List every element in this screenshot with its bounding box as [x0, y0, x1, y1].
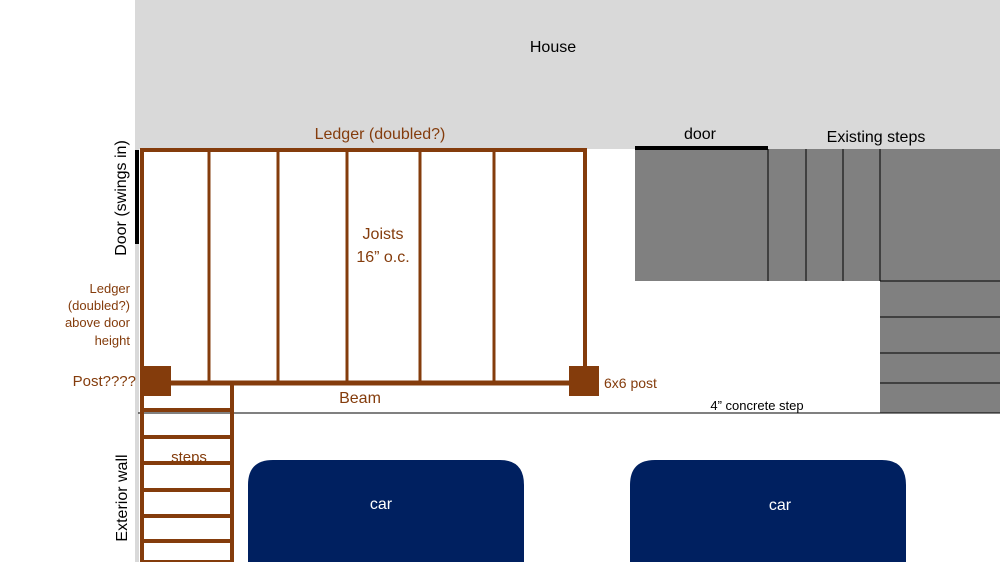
door-swings-label: Door (swings in) [113, 140, 130, 256]
existing-steps-lower [880, 281, 1000, 413]
house-label: House [530, 39, 576, 56]
existing-steps-label: Existing steps [827, 129, 926, 146]
exterior-wall-strip [135, 0, 139, 562]
exterior-wall-label: Exterior wall [114, 454, 131, 541]
post-6x6-label: 6x6 post [604, 375, 657, 391]
existing-steps-upper [635, 149, 1000, 281]
joists-label-line2: 16” o.c. [356, 249, 409, 266]
steps-label: steps [171, 449, 207, 466]
ledger-top-label: Ledger (doubled?) [315, 126, 446, 143]
ledger-side-line: Ledger [90, 281, 131, 296]
ledger-side-line: above door [65, 315, 131, 330]
ledger-side-line: height [95, 333, 131, 348]
beam-label: Beam [339, 390, 381, 407]
joists-label-line1: Joists [363, 226, 404, 243]
door-label: door [684, 126, 717, 143]
car-right-label: car [769, 497, 792, 514]
car-right-shape [630, 460, 906, 562]
post-6x6-marker [569, 366, 599, 396]
car-left-label: car [370, 496, 393, 513]
concrete-step-label: 4” concrete step [710, 398, 803, 413]
house-area [138, 0, 1000, 149]
car-left-shape [248, 460, 524, 562]
ledger-side-line: (doubled?) [68, 298, 130, 313]
post-question-label: Post???? [73, 373, 136, 390]
